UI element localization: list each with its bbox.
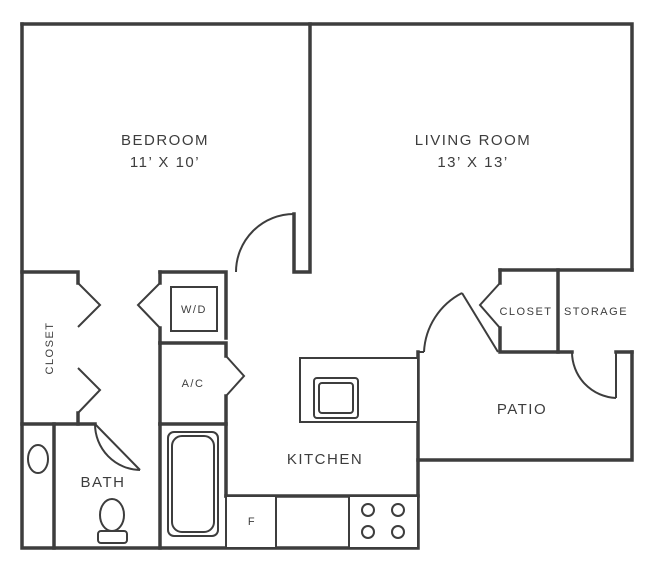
fixtures [27,286,419,549]
ac-label: A/C [182,378,205,390]
living-room-label: LIVING ROOM [415,132,532,149]
room-labels: BEDROOM 11’ X 10’ LIVING ROOM 13’ X 13’ … [44,132,628,528]
patio-label: PATIO [497,401,547,418]
bath-label: BATH [81,474,126,491]
stove-icon [348,495,419,549]
fridge-box [225,495,277,549]
closet-left-label: CLOSET [44,321,56,374]
living-room-dims: 13’ X 13’ [437,154,508,171]
bedroom-dims: 11’ X 10’ [130,154,200,171]
interior-walls [20,22,634,550]
storage-label: STORAGE [564,306,628,318]
doors [77,213,617,471]
exterior-walls [20,22,634,550]
closet-right-label: CLOSET [499,306,552,318]
toilet-icon [99,498,125,532]
washer-dryer-label: W/D [181,304,207,316]
bedroom-label: BEDROOM [121,132,209,149]
washer-dryer-box [170,286,218,332]
kitchen-label: KITCHEN [287,451,363,468]
vanity-sink [27,444,49,474]
fridge-label: F [248,516,256,528]
